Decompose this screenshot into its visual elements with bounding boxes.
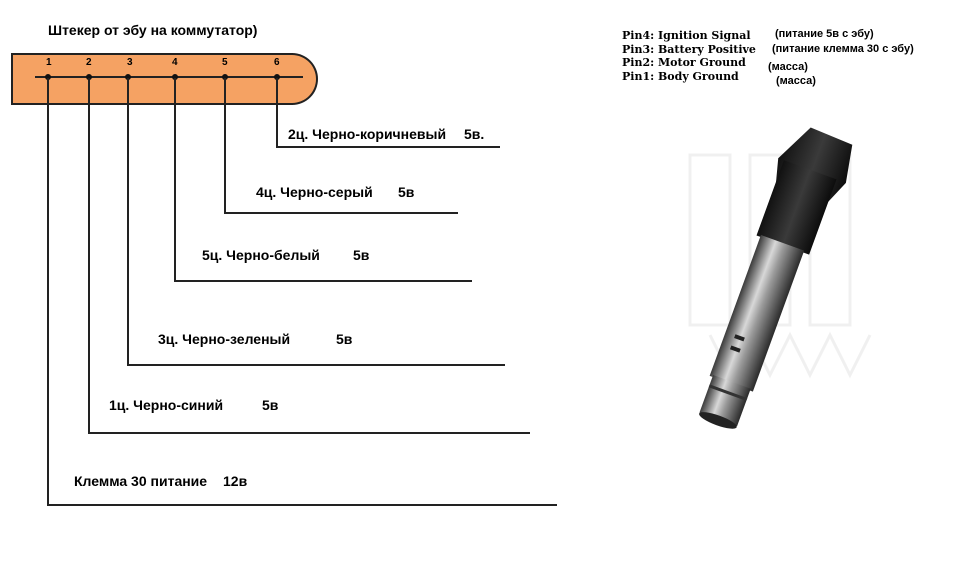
pin-number-6: 6 — [274, 57, 280, 68]
connector-cap — [290, 53, 318, 105]
pin-dot-4 — [172, 74, 178, 80]
coil-neck — [756, 160, 837, 255]
pin-note: (масса) — [768, 61, 808, 73]
wire-3-horizontal — [127, 364, 505, 366]
wire-voltage: 5в — [336, 331, 353, 347]
wire-voltage: 12в — [223, 473, 248, 489]
wire-2-vertical — [88, 78, 90, 434]
coil-shaft — [709, 234, 805, 392]
wire-label-pin3: 3ц. Черно-зеленый 5в — [158, 331, 352, 347]
wire-4-horizontal — [174, 280, 472, 282]
wire-voltage: 5в — [262, 397, 279, 413]
wire-6-horizontal — [276, 146, 500, 148]
diagram-title: Штекер от эбу на коммутатор) — [48, 22, 258, 38]
wire-name: 3ц. Черно-зеленый — [158, 331, 291, 347]
wire-name: 4ц. Черно-серый — [256, 184, 373, 200]
wire-name: Клемма 30 питание — [74, 473, 208, 489]
ignition-coil-image — [688, 127, 872, 429]
wire-name: 5ц. Черно-белый — [202, 247, 320, 263]
pin-dot-6 — [274, 74, 280, 80]
wire-label-pin4: 5ц. Черно-белый 5в — [202, 247, 369, 263]
pin-note: (масса) — [776, 75, 816, 87]
pin-legend-item: Pin3: Battery Positive — [622, 42, 756, 56]
wire-1-horizontal — [47, 504, 557, 506]
wire-4-vertical — [174, 78, 176, 282]
wire-voltage: 5в — [353, 247, 370, 263]
wire-name: 2ц. Черно-коричневый — [288, 126, 447, 142]
pin-dot-3 — [125, 74, 131, 80]
pin-dot-1 — [45, 74, 51, 80]
pin-number-2: 2 — [86, 57, 92, 68]
wire-5-vertical — [224, 78, 226, 214]
pin-legend-item: Pin4: Ignition Signal — [622, 29, 751, 42]
wire-5-horizontal — [224, 212, 458, 214]
wire-1-vertical — [47, 78, 49, 506]
connector-body — [11, 53, 293, 105]
pin-bar — [35, 76, 303, 78]
wire-voltage: 5в — [398, 184, 415, 200]
pin-number-1: 1 — [46, 57, 52, 68]
wire-label-pin2: 1ц. Черно-синий 5в — [109, 397, 278, 413]
pin-number-3: 3 — [127, 57, 133, 68]
wire-label-pin1: Клемма 30 питание 12в — [74, 473, 247, 489]
pin-legend-item: Pin2: Motor Ground — [622, 56, 746, 69]
pin-legend: Pin4: Ignition Signal Pin3: Battery Posi… — [622, 29, 756, 83]
pin-number-5: 5 — [222, 57, 228, 68]
wire-6-vertical — [276, 78, 278, 148]
wire-name: 1ц. Черно-синий — [109, 397, 224, 413]
pin-note: (питание 5в с эбу) — [775, 28, 874, 40]
wire-label-pin6: 2ц. Черно-коричневый 5в. — [288, 126, 484, 142]
wire-voltage: 5в. — [464, 126, 485, 142]
wire-label-pin5: 4ц. Черно-серый 5в — [256, 184, 414, 200]
wire-2-horizontal — [88, 432, 530, 434]
pin-note: (питание клемма 30 с эбу) — [772, 43, 914, 55]
pin-legend-item: Pin1: Body Ground — [622, 69, 739, 83]
pin-number-4: 4 — [172, 57, 178, 68]
pin-dot-5 — [222, 74, 228, 80]
pin-dot-2 — [86, 74, 92, 80]
wire-3-vertical — [127, 78, 129, 366]
